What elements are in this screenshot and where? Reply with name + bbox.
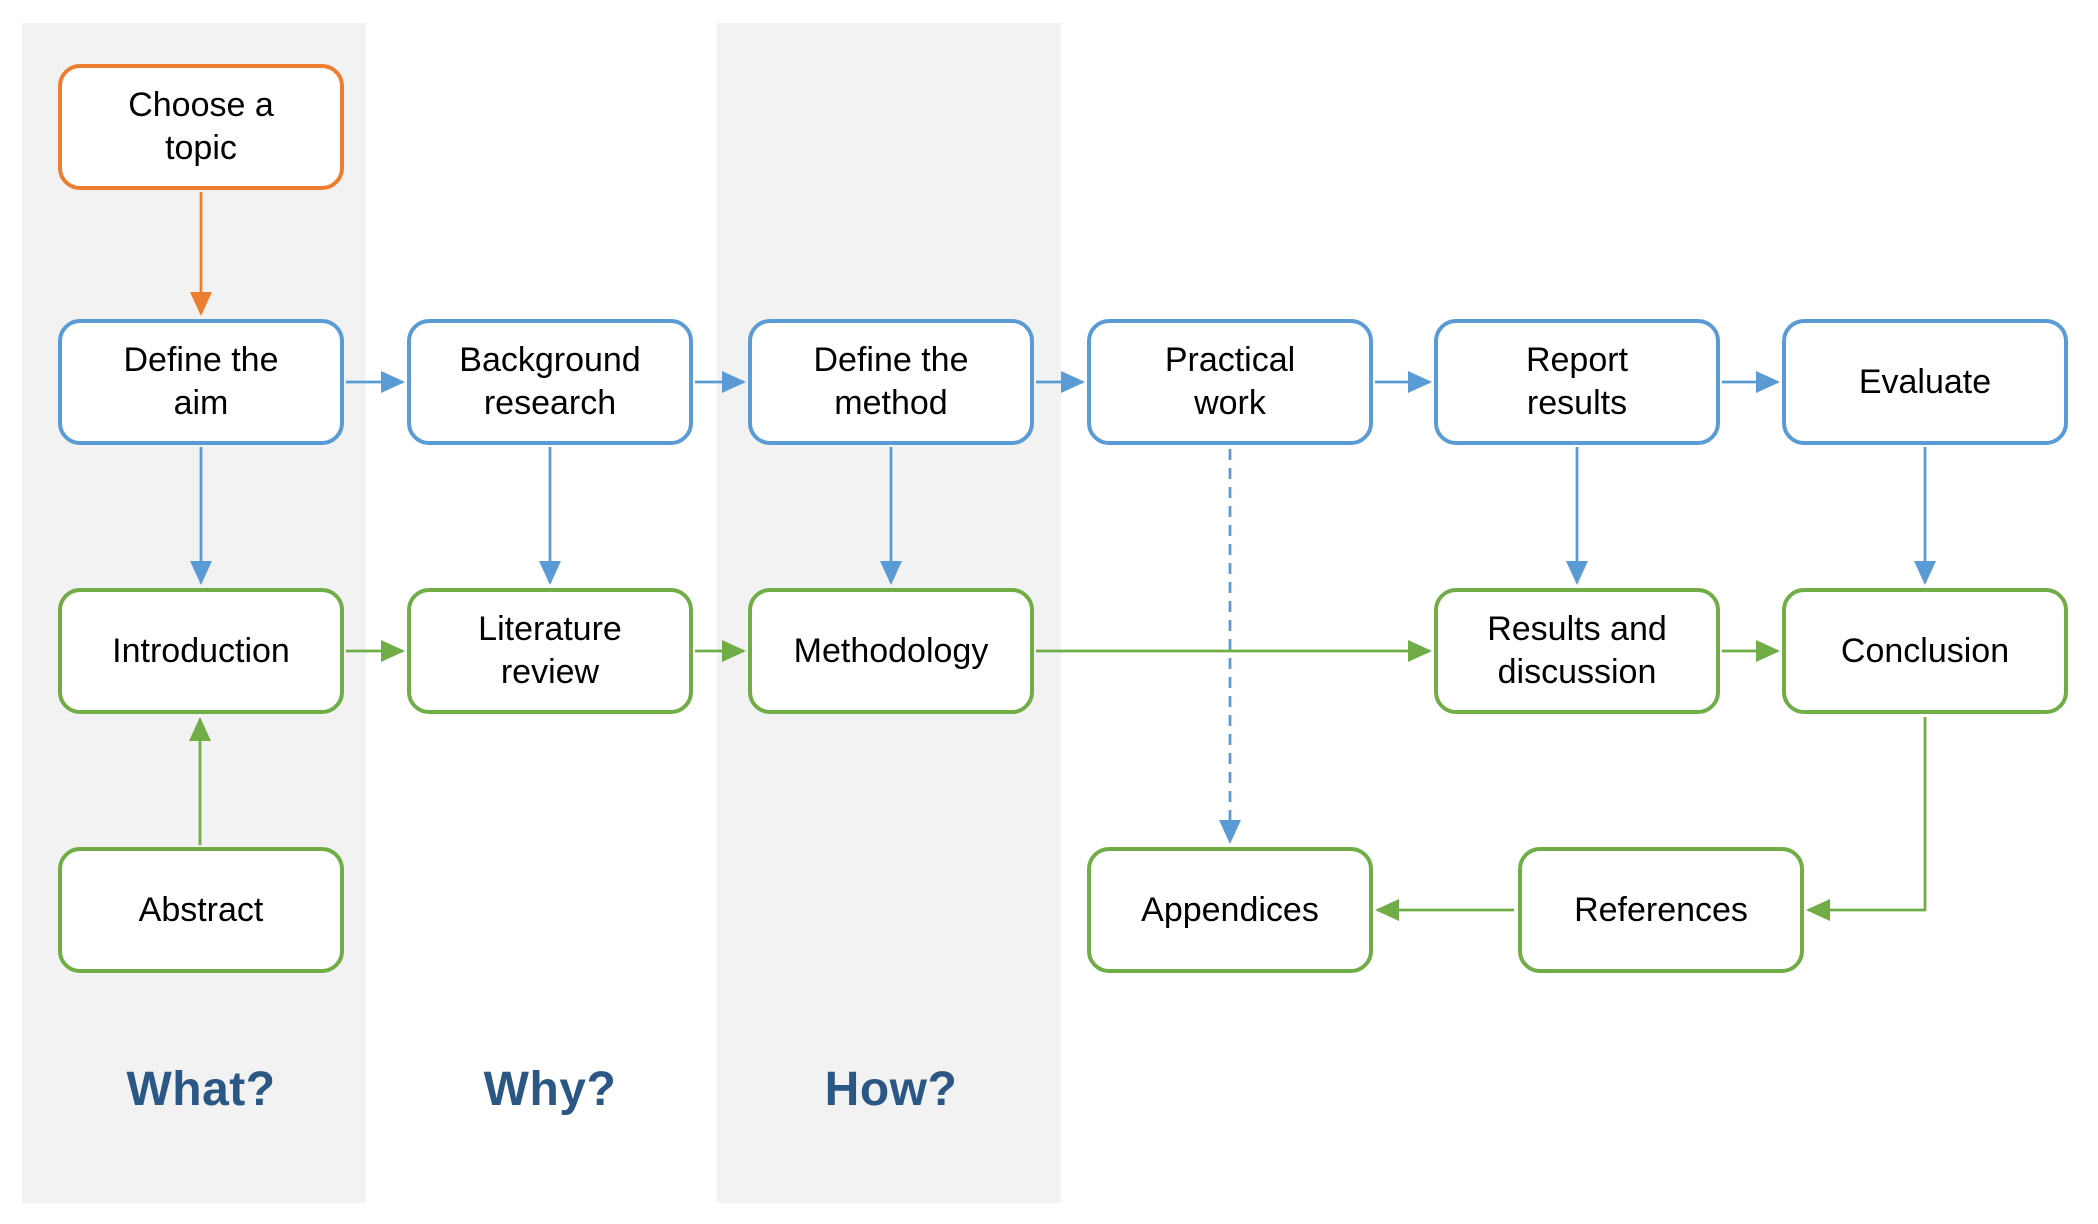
column-label-what: What?: [126, 1063, 276, 1116]
node-references: References: [1518, 847, 1804, 973]
node-abstract: Abstract: [58, 847, 344, 973]
node-appendices: Appendices: [1087, 847, 1373, 973]
node-label: Methodology: [793, 631, 989, 670]
node-methodology: Methodology: [748, 588, 1034, 714]
node-conclusion: Conclusion: [1782, 588, 2068, 714]
node-label: Conclusion: [1840, 631, 2010, 670]
node-label: Appendices: [1141, 890, 1319, 929]
column-label-how: How?: [824, 1063, 958, 1116]
node-label: References: [1574, 890, 1748, 929]
node-introduction: Introduction: [58, 588, 344, 714]
node-label: Introduction: [112, 631, 290, 670]
node-evaluate: Evaluate: [1782, 319, 2068, 445]
node-label: Abstract: [138, 890, 264, 929]
column-label-why: Why?: [483, 1063, 617, 1116]
edge-conclusion-to-references: [1806, 717, 1927, 921]
node-label: Evaluate: [1858, 362, 1992, 401]
